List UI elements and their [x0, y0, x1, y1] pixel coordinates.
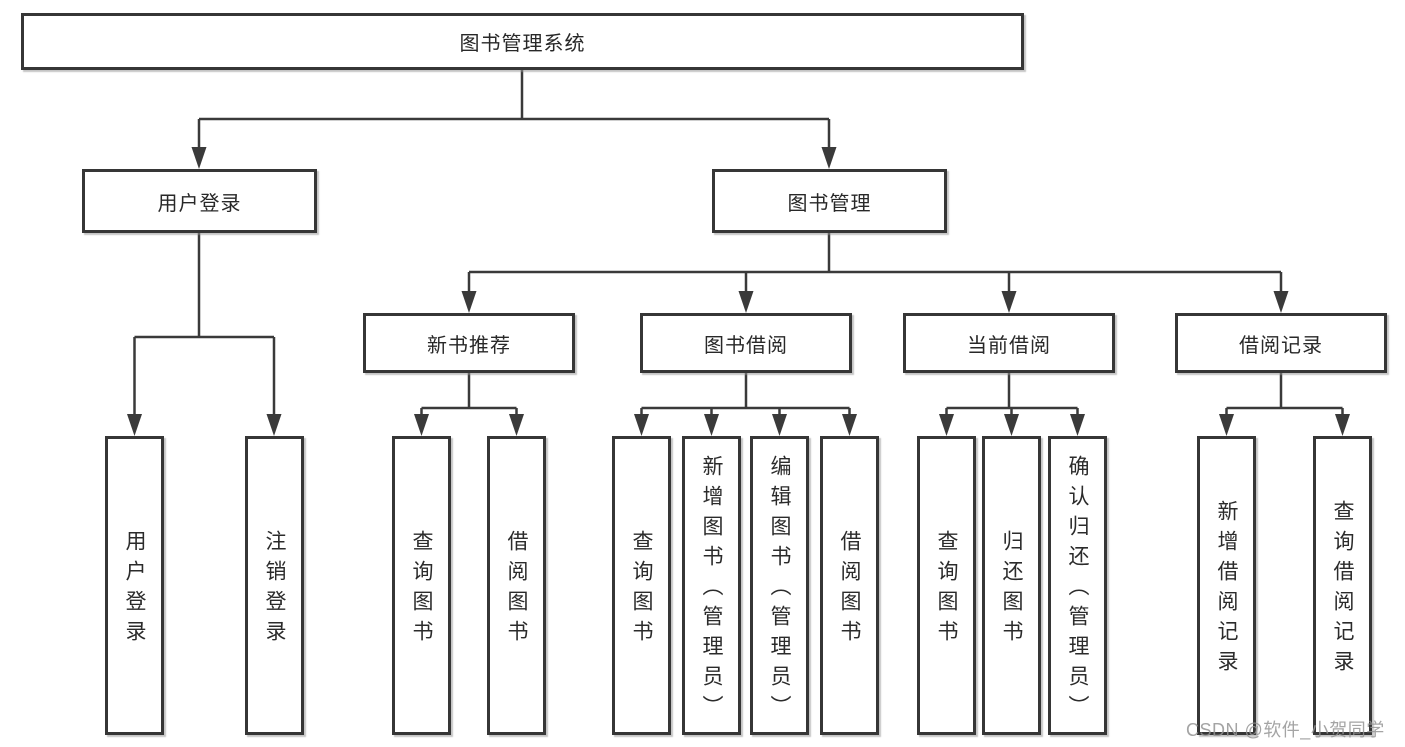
- node-new-book-recommend: 新书推荐: [363, 313, 575, 373]
- leaf-borrow-books-borrow: 借阅图书: [820, 436, 879, 735]
- leaf-borrow-books-newbook-label: 借阅图书: [505, 530, 528, 650]
- leaf-query-borrow-record: 查询借阅记录: [1313, 436, 1372, 735]
- leaf-return-book-label: 归还图书: [1000, 530, 1023, 650]
- leaf-query-books-current-label: 查询图书: [935, 530, 958, 650]
- leaf-add-book-admin: 新增图书（管理员）: [682, 436, 741, 735]
- arrowheads: [127, 147, 1350, 436]
- node-borrow-records: 借阅记录: [1175, 313, 1387, 373]
- leaf-borrow-books-borrow-label: 借阅图书: [838, 530, 861, 650]
- node-user-login-label: 用户登录: [157, 192, 242, 215]
- leaf-confirm-return-admin: 确认归还（管理员）: [1048, 436, 1107, 735]
- leaf-add-borrow-record: 新增借阅记录: [1197, 436, 1256, 735]
- node-book-management-label: 图书管理: [787, 192, 872, 215]
- leaf-logout: 注销登录: [245, 436, 304, 735]
- node-book-borrow: 图书借阅: [640, 313, 852, 373]
- node-borrow-records-label: 借阅记录: [1239, 334, 1323, 357]
- node-user-login: 用户登录: [82, 169, 317, 233]
- leaf-query-books-current: 查询图书: [917, 436, 976, 735]
- node-current-borrow: 当前借阅: [903, 313, 1115, 373]
- node-new-book-recommend-label: 新书推荐: [427, 334, 511, 357]
- leaf-query-books-newbook: 查询图书: [392, 436, 451, 735]
- root-node-library-system: 图书管理系统: [21, 13, 1024, 70]
- leaf-edit-book-admin: 编辑图书（管理员）: [750, 436, 809, 735]
- leaf-query-borrow-record-label: 查询借阅记录: [1331, 500, 1354, 680]
- csdn-watermark: CSDN @软件_小贺同学: [1186, 720, 1385, 740]
- leaf-borrow-books-newbook: 借阅图书: [487, 436, 546, 735]
- node-book-borrow-label: 图书借阅: [704, 334, 788, 357]
- leaf-confirm-return-admin-label: 确认归还（管理员）: [1066, 455, 1089, 725]
- root-node-label: 图书管理系统: [459, 33, 586, 55]
- leaf-user-login: 用户登录: [105, 436, 164, 735]
- node-current-borrow-label: 当前借阅: [967, 334, 1051, 357]
- leaf-query-books-borrow: 查询图书: [612, 436, 671, 735]
- leaf-add-borrow-record-label: 新增借阅记录: [1215, 500, 1238, 680]
- leaf-return-book: 归还图书: [982, 436, 1041, 735]
- node-book-management: 图书管理: [712, 169, 947, 233]
- leaf-user-login-label: 用户登录: [123, 530, 146, 650]
- leaf-query-books-borrow-label: 查询图书: [630, 530, 653, 650]
- leaf-logout-label: 注销登录: [263, 530, 286, 650]
- leaf-edit-book-admin-label: 编辑图书（管理员）: [768, 455, 791, 725]
- leaf-query-books-newbook-label: 查询图书: [410, 530, 433, 650]
- leaf-add-book-admin-label: 新增图书（管理员）: [700, 455, 723, 725]
